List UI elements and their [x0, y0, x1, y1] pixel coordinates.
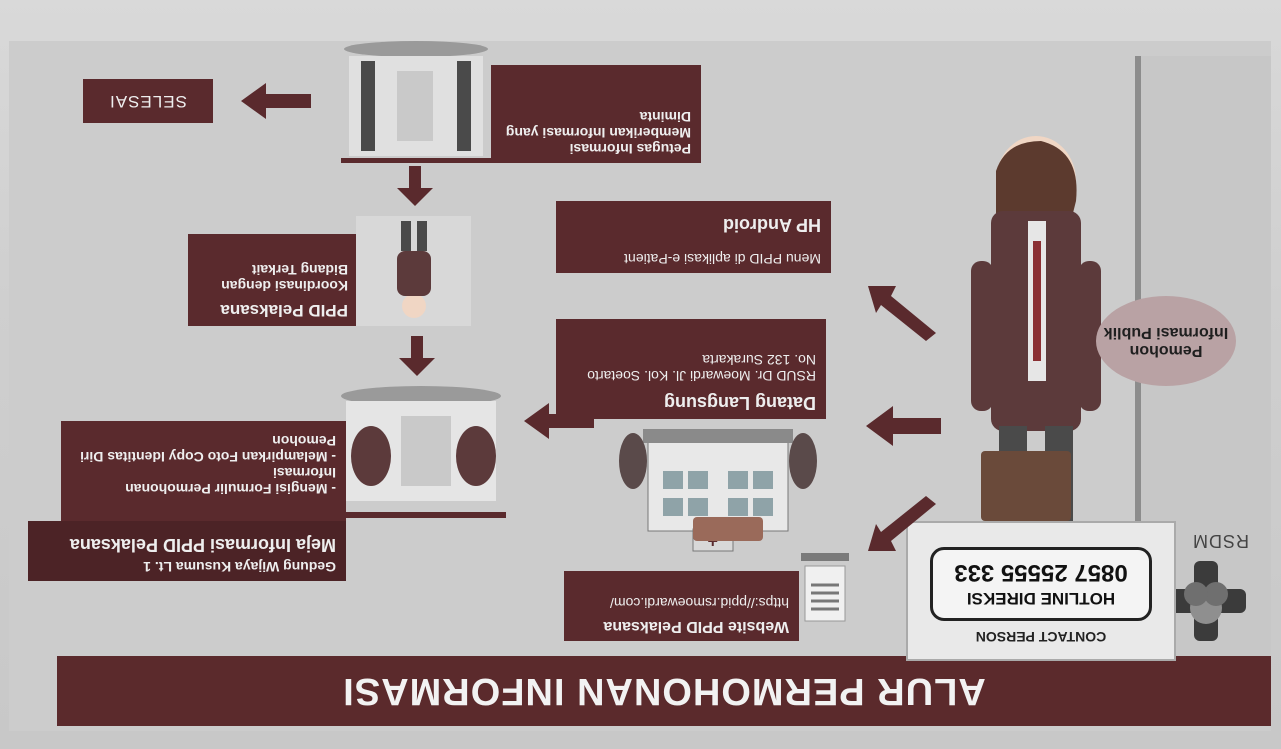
flyer-paper: ALUR PERMOHONAN INFORMASI RSDM Website P… [9, 41, 1271, 731]
channel-android: Menu PPID di aplikasi e-Patient HP Andro… [556, 201, 831, 273]
step-ppid-title: PPID Pelaksana [220, 301, 348, 320]
finish-text: SELESAI [109, 92, 187, 111]
finish-label: SELESAI [83, 79, 213, 123]
hotline-label: HOTLINE DIREKSI [966, 589, 1116, 608]
channel-website-detail: https://ppid.rsmoewardi.com/ [610, 595, 789, 611]
requester-figure [971, 136, 1101, 561]
arrow-to-android-icon [868, 286, 936, 341]
step-desk-title: Meja Informasi PPID Pelaksana [69, 535, 336, 555]
channel-walk-in: Datang Langsung RSUD Dr. Moewardi Jl. Ko… [556, 319, 826, 419]
information-officers-icon [341, 41, 491, 163]
logo-text: RSDM [1192, 531, 1249, 551]
step-desk-detail: Gedung Wijaya Kusuma Lt. 1 [143, 559, 336, 575]
step-form: - Mengisi Formulir Permohonan Informasi … [61, 421, 346, 521]
hospital-logo-icon [1166, 561, 1246, 641]
ppid-officer-icon [356, 216, 471, 326]
page-title: ALUR PERMOHONAN INFORMASI [57, 656, 1271, 726]
step-ppid: PPID Pelaksana Koordinasi dengan Bidang … [188, 234, 358, 326]
hospital-building-icon: + [619, 429, 817, 552]
step-ppid-detail: Koordinasi dengan Bidang Terkait [221, 262, 348, 294]
logo-strip: RSDM [1135, 56, 1271, 656]
channel-android-detail: Menu PPID di aplikasi e-Patient [624, 251, 821, 267]
channel-android-title: HP Android [566, 214, 821, 235]
step-form-detail: - Mengisi Formulir Permohonan Informasi … [80, 433, 336, 497]
step-officer-detail: Petugas Informasi Memberikan Informasi y… [505, 109, 691, 157]
contact-person-card: CONTACT PERSON HOTLINE DIREKSI 0857 2555… [906, 521, 1176, 661]
channel-website: Website PPID Pelaksana https://ppid.rsmo… [564, 571, 799, 641]
arrow-desk-to-ppid-icon [399, 336, 435, 376]
arrow-to-walk-in-icon [866, 406, 941, 446]
arrow-to-finish-icon [241, 83, 311, 119]
step-officer: Petugas Informasi Memberikan Informasi y… [491, 65, 701, 163]
hotline-box: HOTLINE DIREKSI 0857 25555 333 [930, 547, 1152, 621]
contact-label: CONTACT PERSON [975, 629, 1107, 645]
requester-label: Pemohon Informasi Publik [1096, 296, 1236, 386]
hotline-number: 0857 25555 333 [954, 559, 1128, 586]
channel-website-title: Website PPID Pelaksana [603, 618, 789, 635]
step-desk: Gedung Wijaya Kusuma Lt. 1 Meja Informas… [28, 521, 346, 581]
arrow-to-desk-icon [524, 403, 594, 439]
channel-walk-in-detail: RSUD Dr. Moewardi Jl. Kol. Soetarto No. … [587, 352, 816, 384]
arrow-ppid-to-officer-icon [397, 166, 433, 206]
arrow-to-website-icon [868, 496, 936, 551]
document-icon [801, 553, 849, 622]
channel-walk-in-title: Datang Langsung [664, 393, 816, 413]
desk-meeting-icon [336, 386, 506, 518]
